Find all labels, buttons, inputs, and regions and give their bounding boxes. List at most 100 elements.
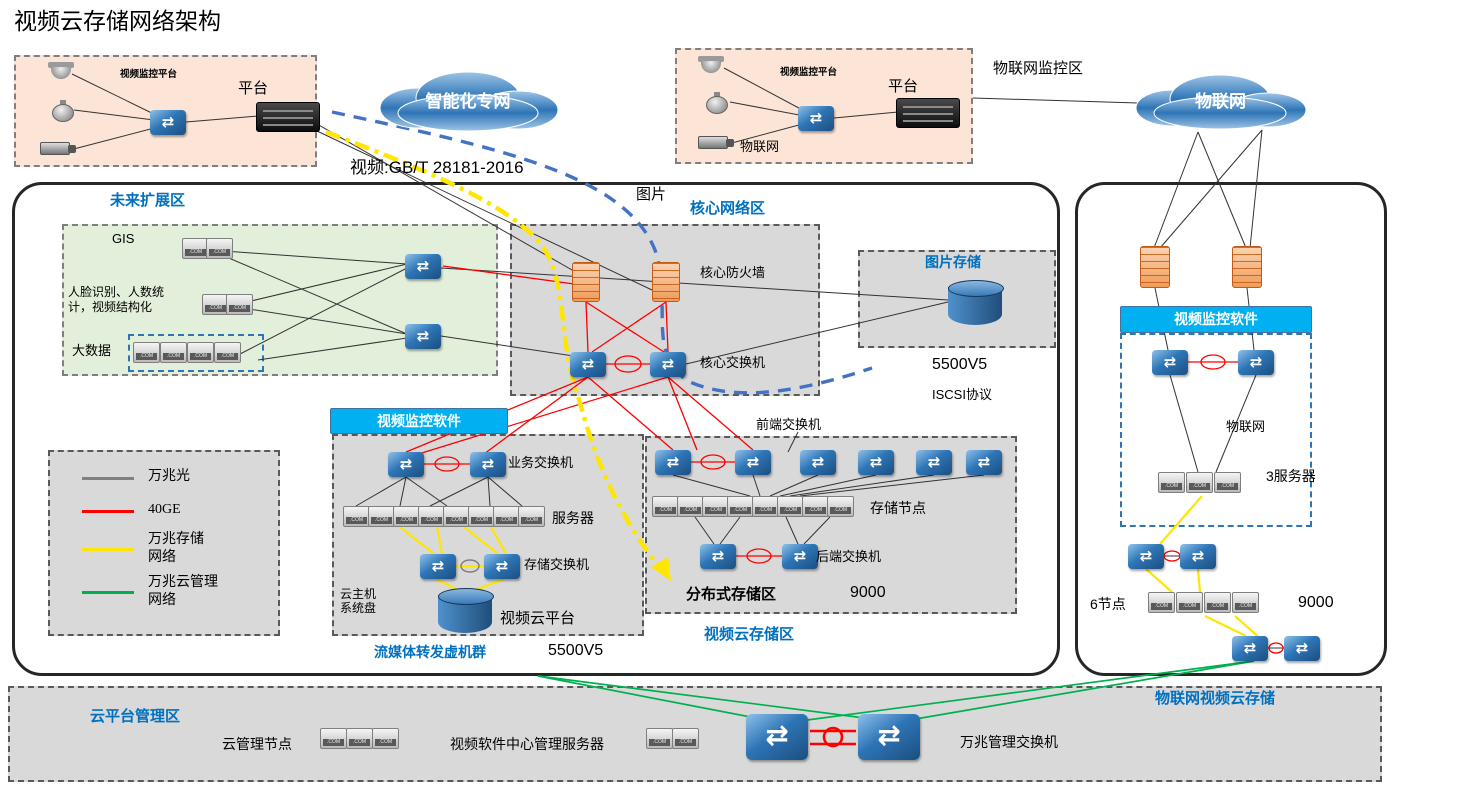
server-icon [468,506,495,527]
storage-node-label: 存储节点 [870,500,926,516]
storage-node-icon [827,496,854,517]
right-panel-model: 9000 [1298,594,1334,611]
legend-label: 万兆存储 [148,532,204,547]
switch-icon [1238,350,1274,375]
legend-label: 万兆云管理 [148,575,218,590]
server-icon [226,294,253,315]
switch-icon [1284,636,1320,661]
storage-switch-label: 存储交换机 [524,557,590,572]
legend-line-yellow [82,548,134,551]
face-recog-label-1: 人脸识别、人数统 [68,285,165,299]
cloud-shape [1135,74,1307,130]
switch-icon [405,254,441,279]
server-icon [1148,592,1175,613]
firewall-icon [652,262,680,302]
server-icon [493,506,520,527]
server-icon [1176,592,1203,613]
core-switch-label: 核心交换机 [700,355,766,370]
mgmt-zone-title: 云平台管理区 [90,708,181,725]
face-recog-label-2: 计，视频结构化 [68,300,153,314]
switch-icon [700,544,736,569]
nvr-server-icon [256,102,320,132]
server-icon [393,506,420,527]
storage-node-icon [727,496,754,517]
iot-label: 物联网 [1226,419,1266,434]
page-title: 视频云存储网络架构 [14,8,221,34]
picture-label: 图片 [636,186,667,203]
iot-monitor-zone-label: 物联网监控区 [993,60,1084,77]
switch-icon [484,554,520,579]
box-camera-icon [40,142,76,155]
switch-icon [470,452,506,477]
nvr-server-icon [896,98,960,128]
cloud-host-label-2: 系统盘 [340,601,377,615]
server-icon [646,728,673,749]
video-software-model: 5500V5 [548,642,604,659]
legend-label: 万兆光 [148,469,190,484]
server-icon [1186,472,1213,493]
intelligent-network-cloud: 智能化专网 [373,68,563,134]
switch-icon [800,450,836,475]
server-icon [214,342,241,363]
switch-icon [782,544,818,569]
legend-box [48,450,280,636]
future-zone-title: 未来扩展区 [110,192,186,209]
server-icon [206,238,233,259]
legend-line-green [82,591,134,594]
firewall-icon [572,262,600,302]
video-protocol-label: 视频:GB/T 28181-2016 [350,158,524,177]
right-panel-header: 视频监控软件 [1120,306,1312,333]
server-icon [1232,592,1259,613]
switch-icon [420,554,456,579]
legend-label: 网络 [148,550,176,565]
firewall-icon [1140,246,1170,288]
six-nodes-label: 6节点 [1090,596,1126,612]
streaming-vm-label: 流媒体转发虚机群 [374,644,486,660]
switch-icon [388,452,424,477]
switch-icon [655,450,691,475]
switch-icon [570,352,606,377]
mgmt-switch-label: 万兆管理交换机 [960,736,1058,751]
storage-node-icon [752,496,779,517]
iscsi-protocol-label: ISCSI协议 [932,387,992,402]
servers-label: 服务器 [552,510,594,526]
video-mgmt-server-label: 视频软件中心管理服务器 [450,738,604,753]
ptz-camera-icon [52,100,74,122]
switch-icon [650,352,686,377]
legend-line-gray [82,477,134,480]
switch-icon [735,450,771,475]
server-icon [368,506,395,527]
video-software-header: 视频监控软件 [330,408,508,434]
switch-icon [916,450,952,475]
switch-icon [1128,544,1164,569]
picture-storage-title: 图片存储 [925,254,981,270]
server-icon [202,294,229,315]
storage-node-icon [677,496,704,517]
firewall-icon [1232,246,1262,288]
distributed-zone-model: 9000 [850,584,886,601]
cloud-label: 物联网 [1195,92,1246,111]
switch-icon [966,450,1002,475]
dome-camera-icon [698,56,724,74]
server-icon [346,728,373,749]
storage-cylinder-icon [948,280,1004,326]
server-icon [1204,592,1231,613]
switch-icon [150,110,186,135]
server-icon [443,506,470,527]
iot-cloud: 物联网 [1128,72,1313,132]
platform-label: 平台 [888,78,919,95]
switch-icon [405,324,441,349]
platform-label: 平台 [238,80,269,97]
right-panel-software-box [1120,333,1312,527]
server-icon [187,342,214,363]
switch-icon [798,106,834,131]
legend-line-red [82,510,134,513]
server-icon [518,506,545,527]
core-zone-title: 核心网络区 [690,200,766,217]
dome-camera-icon [48,62,74,80]
business-switch-label: 业务交换机 [508,455,574,470]
mgmt-switch-icon [858,714,920,760]
switch-icon [1232,636,1268,661]
server-icon [320,728,347,749]
